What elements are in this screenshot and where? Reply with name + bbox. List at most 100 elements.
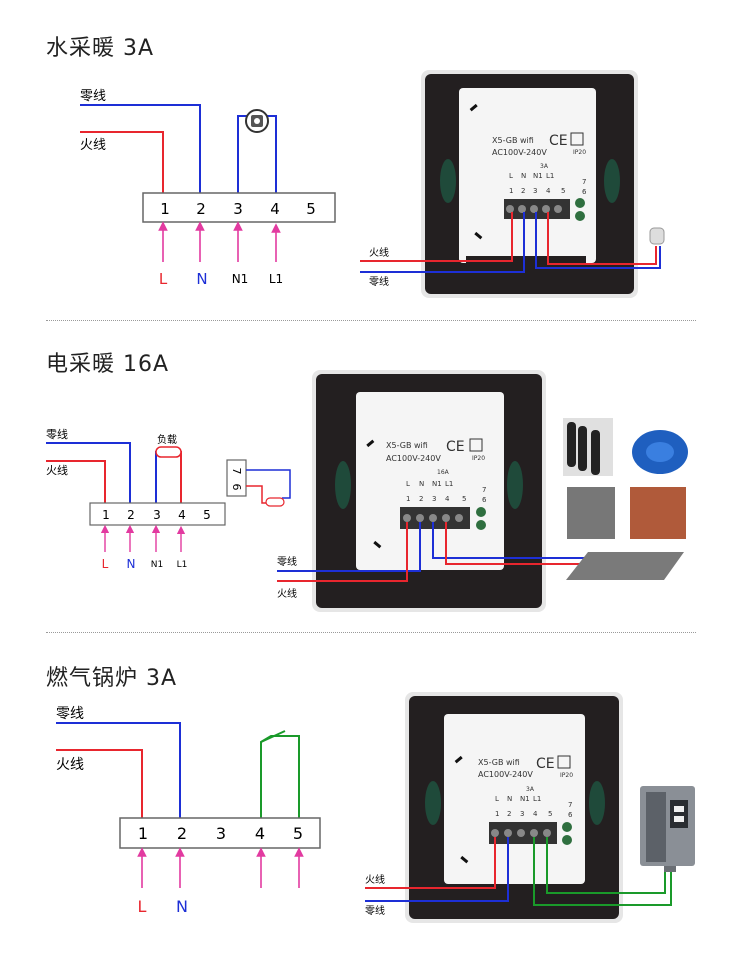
wire-label-neutral: 零线 xyxy=(369,275,389,288)
terminal-number: 4 xyxy=(178,508,186,522)
label-L: L xyxy=(138,897,147,916)
device-number: 3 xyxy=(520,810,524,818)
live-wire xyxy=(277,522,408,582)
heating-products-image xyxy=(563,418,688,580)
live-wire xyxy=(56,749,143,818)
device-number: 3 xyxy=(533,187,537,195)
device-number: 1 xyxy=(406,495,410,503)
device-voltage: AC100V-240V xyxy=(478,770,533,779)
sensor-probe-icon xyxy=(649,227,665,245)
device-terminal-L: L xyxy=(509,172,513,180)
valve-wire xyxy=(535,212,661,269)
device-number: 4 xyxy=(546,187,551,195)
device-number: 3 xyxy=(432,495,436,503)
terminal-number: 2 xyxy=(127,508,135,522)
terminal-number: 3 xyxy=(216,824,226,843)
label-N1: N1 xyxy=(151,560,163,570)
ce-mark: CE xyxy=(536,756,555,772)
device-number: 5 xyxy=(561,187,565,195)
neutral-wire xyxy=(80,104,201,193)
load-wire xyxy=(155,451,168,503)
section-divider xyxy=(46,320,696,321)
terminal-number: 2 xyxy=(196,200,206,218)
load-wire xyxy=(445,522,600,565)
label-L1: L1 xyxy=(177,560,188,570)
device-aux-number: 7 xyxy=(582,178,586,186)
wire-label-live: 火线 xyxy=(365,873,385,886)
aux-terminal-number: 7 xyxy=(230,468,243,475)
ce-mark: CE xyxy=(549,133,568,149)
live-wire xyxy=(46,460,106,503)
heating-cable-floor-photo xyxy=(630,487,686,539)
terminal-number: 1 xyxy=(160,200,170,218)
neutral-wire xyxy=(46,442,131,503)
label-L1: L1 xyxy=(269,272,283,286)
floor-slab-icon xyxy=(566,552,684,580)
device-current: 3A xyxy=(540,163,549,170)
neutral-wire xyxy=(277,522,421,572)
device-terminal-L1: L1 xyxy=(533,795,541,803)
wire-label-live: 火线 xyxy=(46,463,68,477)
device-terminal-N: N xyxy=(507,795,512,803)
gas-boiler-icon xyxy=(640,786,695,872)
aux-terminal-number: 6 xyxy=(230,484,243,491)
device-model: X5-GB wifi xyxy=(386,441,428,450)
thermostat-back-photo: X5-GB wifi AC100V-240V CE IP20 3A L N N1… xyxy=(405,692,623,923)
terminal-number: 2 xyxy=(177,824,187,843)
terminal-number: 4 xyxy=(255,824,265,843)
device-aux-number: 6 xyxy=(568,811,573,819)
device-number: 2 xyxy=(419,495,423,503)
load-wire xyxy=(432,522,590,559)
wire-label-neutral: 零线 xyxy=(277,555,297,568)
device-number: 1 xyxy=(495,810,499,818)
section-title-water-heating: 水采暖 3A xyxy=(46,36,155,61)
ce-mark: CE xyxy=(446,439,465,455)
device-model: X5-GB wifi xyxy=(492,136,534,145)
terminal-number: 1 xyxy=(138,824,148,843)
label-L: L xyxy=(159,270,168,288)
terminal-number: 4 xyxy=(270,200,280,218)
device-current: 3A xyxy=(526,786,535,793)
device-terminal-L: L xyxy=(495,795,499,803)
dry-contact-wire xyxy=(533,837,672,906)
device-ip: IP20 xyxy=(560,772,573,779)
heating-film-floor-photo xyxy=(567,487,615,539)
sensor-terminal-block xyxy=(226,459,247,497)
device-terminal-N: N xyxy=(521,172,526,180)
device-terminal-N1: N1 xyxy=(533,172,543,180)
load-wire xyxy=(172,451,182,503)
wire-label-live: 火线 xyxy=(56,757,84,773)
valve-actuator-icon xyxy=(245,109,269,133)
terminal-number: 5 xyxy=(306,200,316,218)
device-aux-number: 7 xyxy=(482,486,486,494)
device-ip: IP20 xyxy=(472,455,485,462)
switch-contact-icon xyxy=(260,730,286,743)
device-number: 2 xyxy=(521,187,525,195)
device-voltage: AC100V-240V xyxy=(492,148,547,157)
wire-label-neutral: 零线 xyxy=(365,904,385,917)
dry-contact-wire xyxy=(546,837,666,894)
label-N: N xyxy=(127,557,136,571)
sensor-wire xyxy=(246,485,268,504)
device-terminal-L1: L1 xyxy=(445,480,453,488)
valve-wire xyxy=(547,212,657,265)
label-L: L xyxy=(102,557,109,571)
section-divider xyxy=(46,632,696,633)
device-terminal-L1: L1 xyxy=(546,172,554,180)
device-voltage: AC100V-240V xyxy=(386,454,441,463)
sensor-wire xyxy=(246,469,291,499)
terminal-number: 5 xyxy=(293,824,303,843)
wire-label-live: 火线 xyxy=(80,138,106,153)
wire-label-neutral: 零线 xyxy=(80,89,106,104)
device-number: 1 xyxy=(509,187,513,195)
device-terminal-N1: N1 xyxy=(520,795,530,803)
live-wire xyxy=(365,837,496,889)
neutral-wire xyxy=(360,212,525,273)
gas-boiler-schematic: 零线 火线 1 2 3 4 5 L N xyxy=(56,706,321,916)
terminal-number: 1 xyxy=(102,508,110,522)
device-number: 2 xyxy=(507,810,511,818)
section-title-gas-boiler: 燃气锅炉 3A xyxy=(46,666,178,691)
device-number: 5 xyxy=(462,495,466,503)
neutral-wire xyxy=(56,722,181,818)
